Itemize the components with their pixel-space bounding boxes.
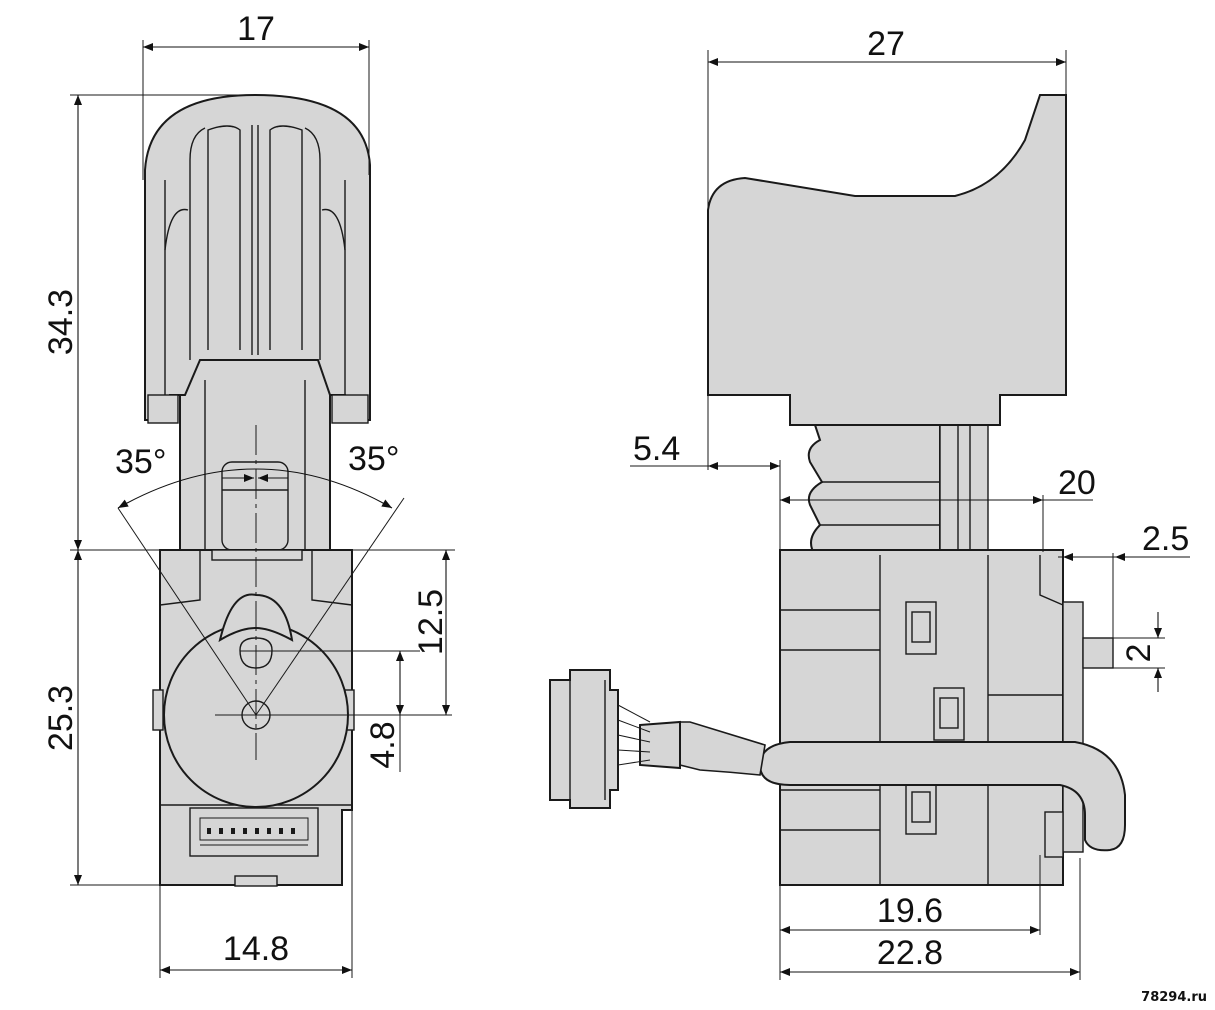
dim-angle-left: 35° [115,443,166,481]
dim-width-top: 17 [237,10,275,48]
side-body [779,549,1064,886]
watermark: 78294.ru [1141,990,1207,1005]
side-plunger [939,419,989,556]
dim-angle-right: 35° [348,440,399,478]
side-dimensions: 27 5.4 20 2.5 2 19.6 22.8 [630,25,1190,980]
dim-width-bottom: 14.8 [223,930,289,968]
bellows-boot [807,424,941,556]
front-connector [189,807,319,857]
dim-offset-small: 4.8 [364,721,402,768]
dim-body-length: 19.6 [877,892,943,930]
dim-stroke: 20 [1058,464,1096,502]
side-view [549,94,1126,886]
side-flange [1062,601,1084,853]
dim-overall-length: 27 [867,25,905,63]
dim-height-lower: 25.3 [42,685,80,751]
lock-button [221,461,289,551]
dim-offset-large: 12.5 [412,589,450,655]
dim-trigger-offset: 5.4 [633,430,680,468]
side-trigger [707,94,1067,426]
front-dimensions: 17 34.3 25.3 14.8 35° 35° 12.5 4.8 [42,10,455,978]
dim-shaft-offset: 2.5 [1142,520,1189,558]
cable-connector [549,669,619,809]
dim-total-length: 22.8 [877,934,943,972]
dim-height-upper: 34.3 [42,289,80,355]
dim-shaft-diameter: 2 [1120,644,1158,663]
output-shaft [1082,637,1114,669]
front-view [117,93,452,887]
